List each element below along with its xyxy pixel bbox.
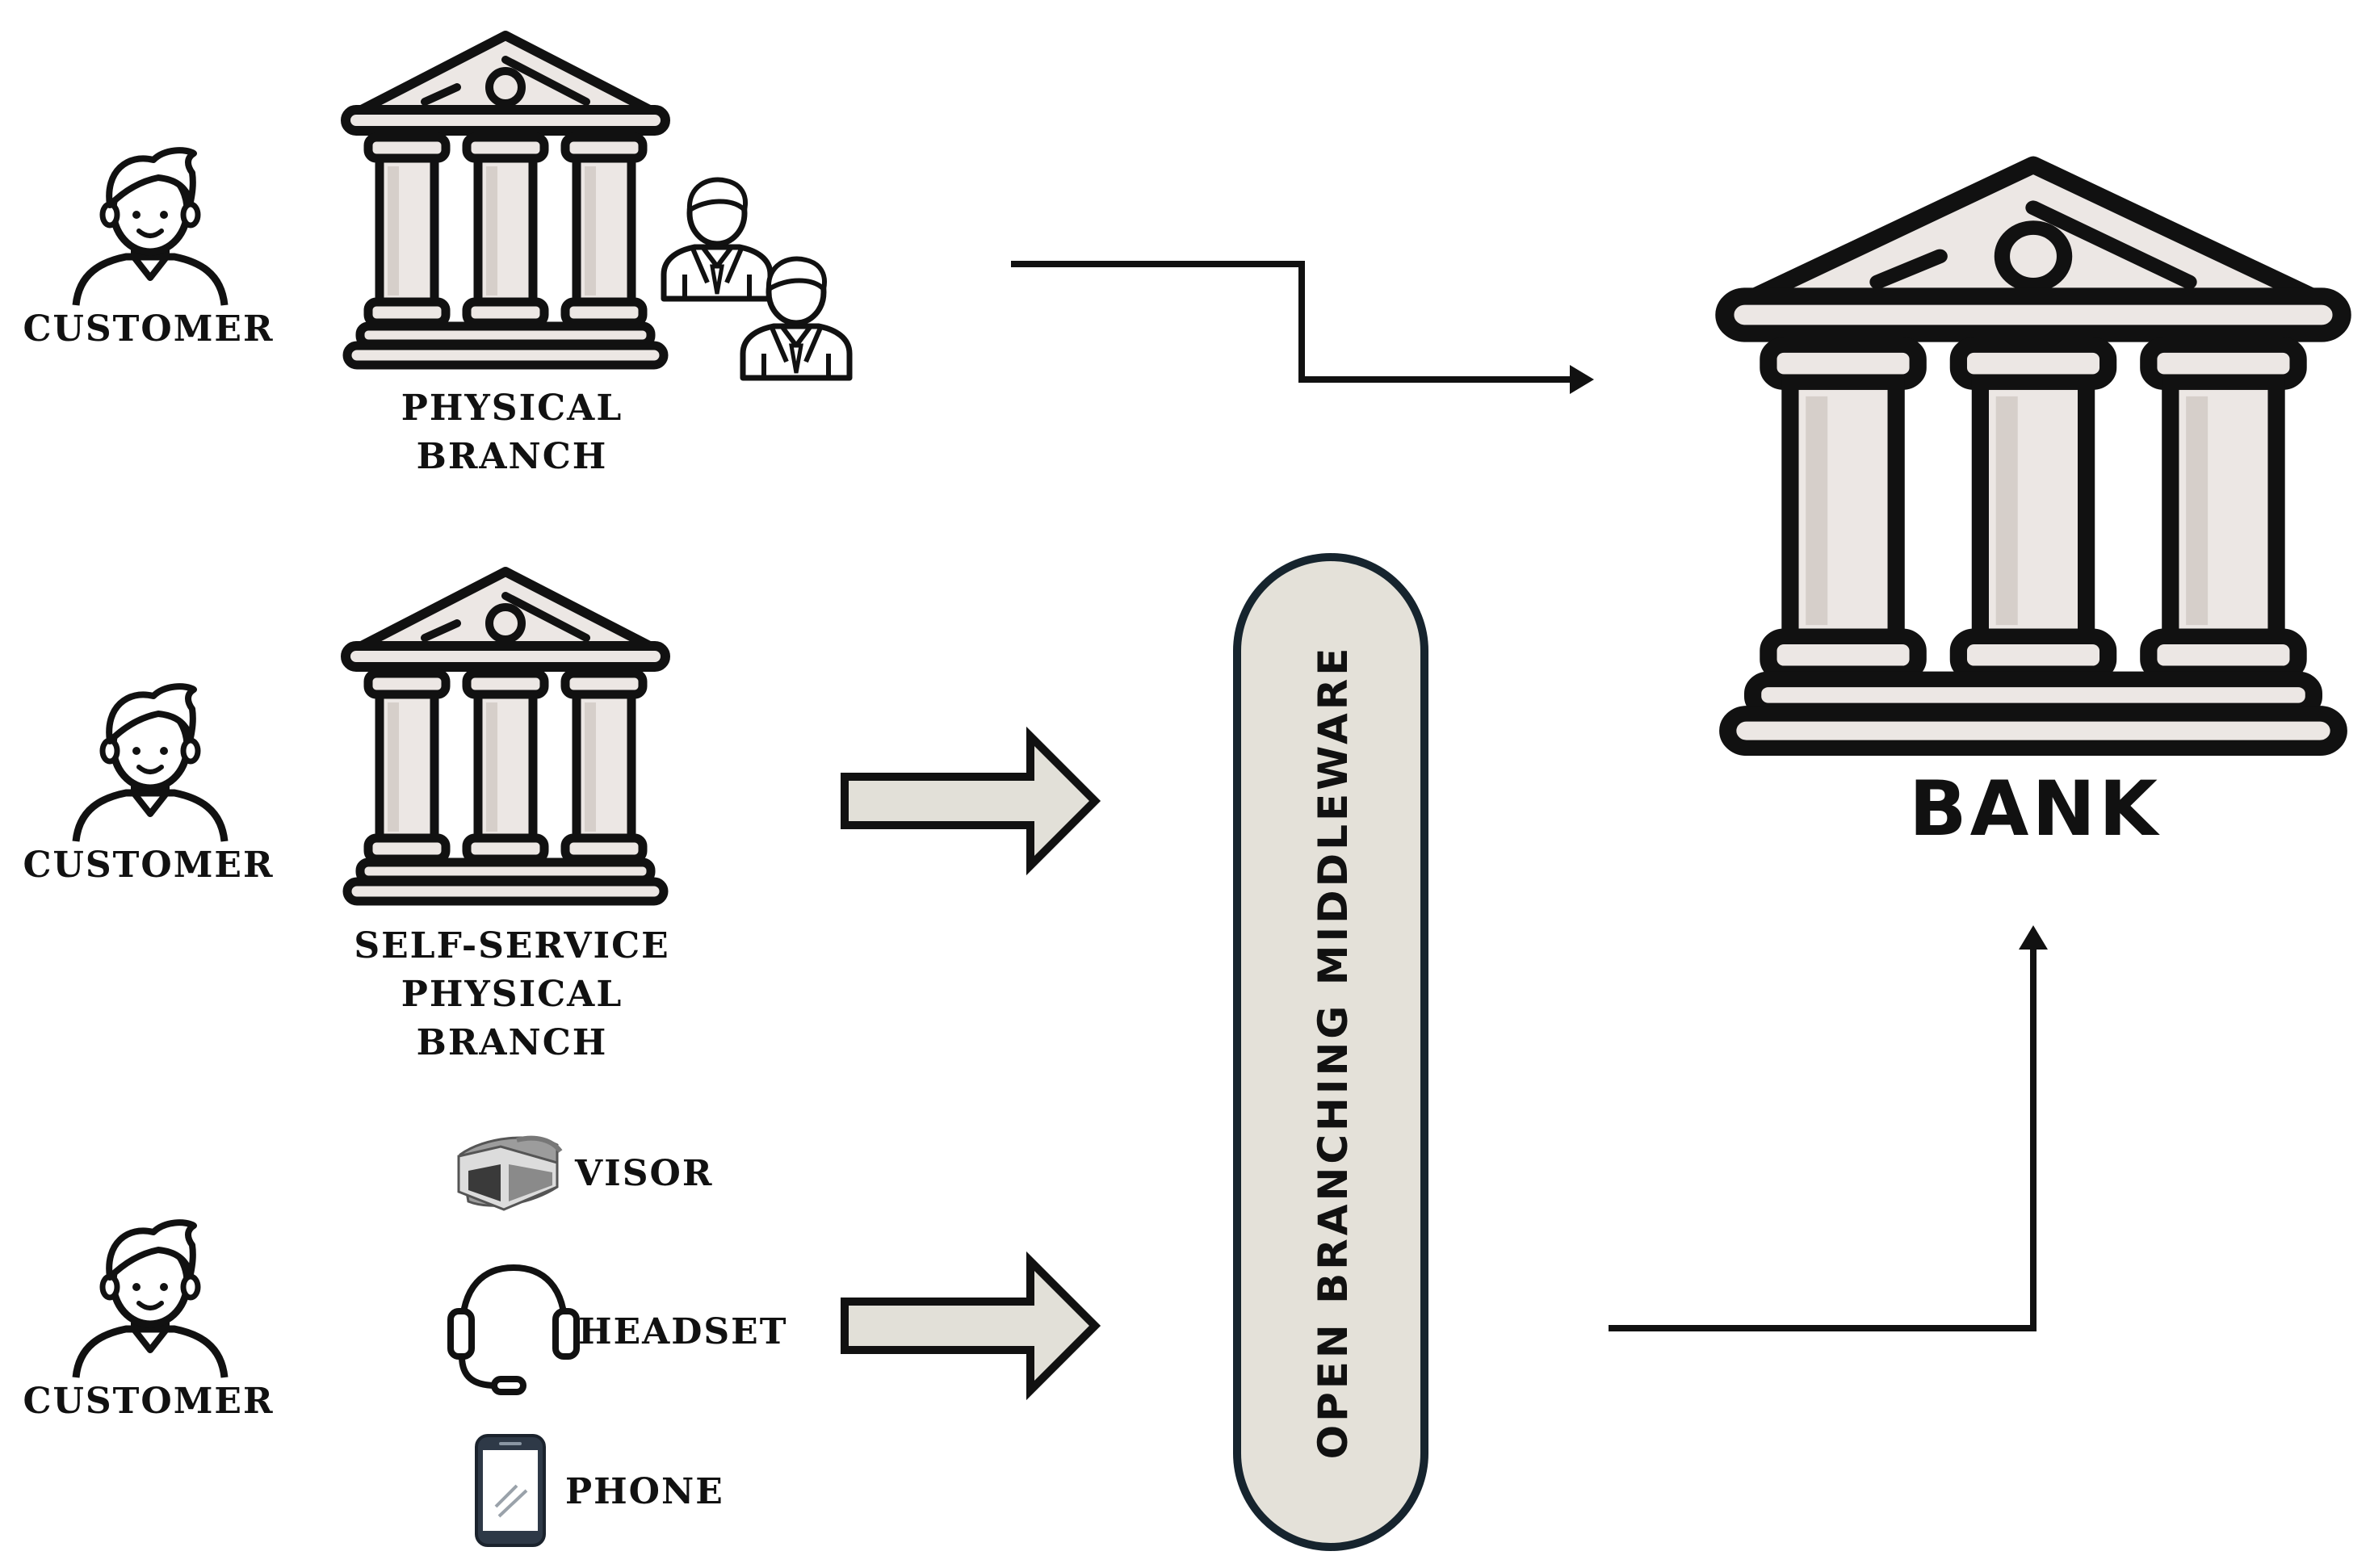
headset-label: HEADSET [578,1311,787,1352]
customer-label: CUSTOMER [23,1381,274,1422]
bank-building-icon [1725,165,2342,748]
phone-label: PHONE [565,1471,724,1512]
visor-label: VISOR [574,1153,713,1194]
open-branching-middleware: OPEN BRANCHING MIDDLEWARE [1233,553,1428,1551]
phone-icon [475,1434,546,1547]
bank-label: BANK [1909,765,2161,853]
devices-to-middleware-arrow [845,1261,1095,1390]
self-service-to-middleware-arrow [845,736,1095,866]
middleware-to-bank-connector [1609,925,2048,1331]
self-service-label-line2: PHYSICAL [401,974,623,1015]
self-service-label-line3: BRANCH [417,1022,608,1063]
customer-label: CUSTOMER [23,308,274,350]
self-service-label-line1: SELF-SERVICE [354,925,669,966]
bank-building-icon [346,572,665,901]
customer-icon [76,150,224,305]
customer-icon [76,686,224,841]
staff-icon [664,180,849,379]
branch-to-bank-connector [1011,261,1594,394]
physical-branch-label-line2: BRANCH [417,436,608,477]
customer-icon [76,1222,224,1377]
vr-visor-icon [457,1135,563,1211]
middleware-label: OPEN BRANCHING MIDDLEWARE [1310,645,1357,1460]
headset-icon [447,1264,580,1395]
physical-branch-label-line1: PHYSICAL [401,388,623,429]
customer-label: CUSTOMER [23,845,274,886]
bank-building-icon [346,36,665,365]
